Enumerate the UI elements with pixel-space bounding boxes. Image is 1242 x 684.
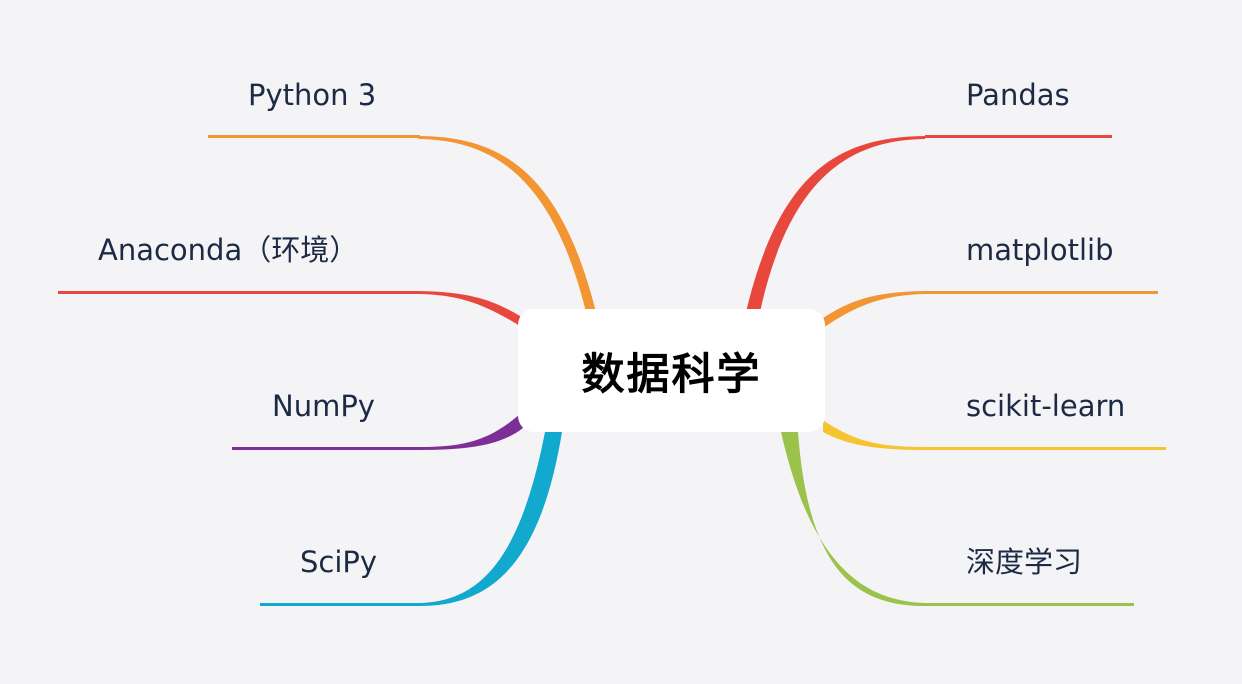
- topic-numpy[interactable]: NumPy: [272, 389, 375, 423]
- branch-connector-matplotlib: [823, 291, 925, 328]
- topic-scikit-learn[interactable]: scikit-learn: [966, 389, 1126, 423]
- topic-pandas[interactable]: Pandas: [966, 78, 1070, 112]
- branch-connector-deep: [781, 432, 925, 606]
- topic-python3[interactable]: Python 3: [248, 78, 377, 112]
- topic-anaconda[interactable]: Anaconda（环境）: [98, 233, 359, 267]
- branch-connector-sklearn: [823, 420, 925, 450]
- branch-connector-numpy: [420, 414, 523, 450]
- central-topic-box[interactable]: 数据科学: [518, 309, 825, 432]
- branch-connector-pandas: [746, 136, 925, 312]
- topic-deep-learning[interactable]: 深度学习: [966, 545, 1083, 579]
- branch-connector-anaconda: [420, 291, 520, 326]
- branch-connector-python3: [418, 136, 596, 312]
- topic-scipy[interactable]: SciPy: [300, 545, 378, 579]
- branch-connector-scipy: [420, 432, 562, 606]
- central-topic-label: 数据科学: [581, 349, 762, 400]
- topic-matplotlib[interactable]: matplotlib: [966, 233, 1114, 267]
